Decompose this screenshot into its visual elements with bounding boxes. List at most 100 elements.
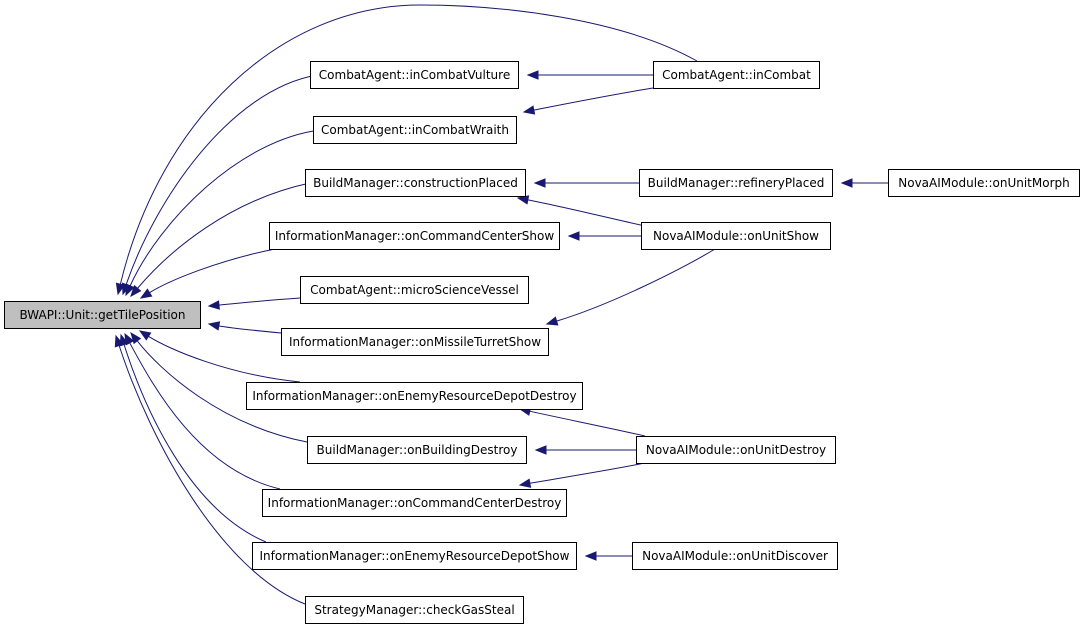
- node-nova_morph[interactable]: NovaAIModule::onUnitMorph: [888, 169, 1080, 197]
- node-box: [313, 116, 517, 144]
- edge-line: [129, 129, 321, 287]
- arrowhead-icon: [138, 330, 152, 341]
- node-nova_show[interactable]: NovaAIModule::onUnitShow: [641, 222, 831, 250]
- node-box: [4, 301, 201, 329]
- node-label: NovaAIModule::onUnitMorph: [898, 176, 1069, 190]
- edge-line: [149, 248, 276, 294]
- edge-line: [118, 345, 306, 605]
- node-label: StrategyManager::checkGasSteal: [314, 603, 514, 617]
- edge-nova_morph-to-bm_refinery: [840, 178, 888, 188]
- node-label: InformationManager::onEnemyResourceDepot…: [252, 389, 576, 403]
- node-layer: BWAPI::Unit::getTilePosition CombatAgent:…: [4, 61, 1080, 624]
- node-box: [246, 382, 583, 410]
- arrowhead-icon: [207, 321, 221, 331]
- node-sm_gassteal[interactable]: StrategyManager::checkGasSteal: [305, 596, 524, 624]
- node-label: InformationManager::onCommandCenterShow: [275, 229, 555, 243]
- arrowhead-icon: [139, 288, 153, 299]
- edge-nova_show-to-bm_construction: [516, 195, 646, 227]
- node-label: CombatAgent::inCombat: [662, 68, 811, 82]
- node-nova_destroy[interactable]: NovaAIModule::onUnitDestroy: [636, 436, 836, 464]
- edge-line: [136, 340, 308, 443]
- node-bm_refinery[interactable]: BuildManager::refineryPlaced: [639, 169, 833, 197]
- edge-ca_wraith-to-root: [125, 129, 321, 297]
- edge-line: [527, 199, 646, 227]
- node-im_ccdestroy[interactable]: InformationManager::onCommandCenterDestr…: [262, 489, 567, 517]
- arrowhead-icon: [207, 300, 220, 310]
- edge-line: [119, 4, 698, 285]
- edge-line: [123, 344, 267, 543]
- edge-im_ccdestroy-to-root: [124, 332, 281, 490]
- arrowhead-icon: [545, 316, 559, 326]
- arrowhead-icon: [840, 178, 853, 188]
- arrowhead-icon: [526, 70, 539, 80]
- node-label: CombatAgent::microScienceVessel: [310, 283, 519, 297]
- arrowhead-icon: [584, 551, 597, 561]
- arrowhead-icon: [533, 178, 546, 188]
- node-label: BuildManager::onBuildingDestroy: [317, 443, 518, 457]
- edge-im_ccshow-to-root: [139, 248, 276, 299]
- node-label: CombatAgent::inCombatWraith: [321, 123, 509, 137]
- arrowhead-icon: [567, 231, 580, 241]
- node-box: [281, 328, 549, 356]
- node-box: [300, 276, 529, 304]
- node-label: InformationManager::onEnemyResourceDepot…: [260, 549, 570, 563]
- edge-line: [129, 342, 281, 490]
- edge-ca_incombat-to-ca_vulture: [526, 70, 653, 80]
- node-bm_bdestroy[interactable]: BuildManager::onBuildingDestroy: [307, 436, 527, 464]
- node-box: [641, 222, 831, 250]
- edge-nova_show-to-im_missile: [545, 248, 716, 326]
- node-box: [305, 596, 524, 624]
- node-label: NovaAIModule::onUnitDestroy: [646, 443, 826, 457]
- edge-ca_incombat-to-ca_wraith: [522, 87, 654, 115]
- node-box: [653, 61, 820, 89]
- node-label: CombatAgent::inCombatVulture: [319, 68, 510, 82]
- edge-im_missile-to-root: [207, 321, 282, 334]
- node-box: [639, 169, 833, 197]
- edge-im_erd_destroy-to-root: [138, 330, 301, 383]
- edge-line: [218, 325, 282, 334]
- node-label: NovaAIModule::onUnitDiscover: [642, 549, 828, 563]
- edge-nova_discover-to-im_erd_show: [584, 551, 632, 561]
- arrowhead-icon: [130, 284, 142, 298]
- node-bm_construction[interactable]: BuildManager::constructionPlaced: [305, 169, 526, 197]
- node-im_erd_destroy[interactable]: InformationManager::onEnemyResourceDepot…: [246, 382, 583, 410]
- node-label: InformationManager::onCommandCenterDestr…: [268, 496, 562, 510]
- node-root[interactable]: BWAPI::Unit::getTilePosition: [4, 301, 201, 329]
- node-im_ccshow[interactable]: InformationManager::onCommandCenterShow: [269, 222, 560, 250]
- edge-bm_refinery-to-bm_construction: [533, 178, 639, 188]
- node-ca_vulture[interactable]: CombatAgent::inCombatVulture: [310, 61, 519, 89]
- edge-nova_destroy-to-im_erd_destroy: [518, 406, 646, 437]
- edge-nova_show-to-im_ccshow: [567, 231, 641, 241]
- node-box: [632, 542, 838, 570]
- node-ca_wraith[interactable]: CombatAgent::inCombatWraith: [313, 116, 517, 144]
- edge-nova_destroy-to-im_ccdestroy: [518, 462, 646, 488]
- node-nova_discover[interactable]: NovaAIModule::onUnitDiscover: [632, 542, 838, 570]
- node-label: BWAPI::Unit::getTilePosition: [19, 308, 185, 322]
- arrowhead-icon: [516, 195, 530, 205]
- node-box: [262, 489, 567, 517]
- node-label: BuildManager::constructionPlaced: [313, 176, 518, 190]
- node-label: InformationManager::onMissileTurretShow: [289, 335, 541, 349]
- node-im_missile[interactable]: InformationManager::onMissileTurretShow: [281, 328, 549, 356]
- edge-line: [533, 87, 654, 111]
- edge-layer: [114, 4, 888, 605]
- edge-nova_destroy-to-bm_bdestroy: [534, 445, 637, 455]
- arrowhead-icon: [522, 105, 536, 115]
- node-box: [307, 436, 527, 464]
- node-box: [252, 542, 577, 570]
- node-box: [269, 222, 560, 250]
- arrowhead-icon: [125, 283, 135, 297]
- edge-ca_microsv-to-root: [207, 297, 301, 310]
- edge-line: [125, 74, 318, 285]
- node-im_erd_show[interactable]: InformationManager::onEnemyResourceDepot…: [252, 542, 577, 570]
- edge-line: [529, 410, 646, 437]
- node-label: NovaAIModule::onUnitShow: [653, 229, 819, 243]
- edge-line: [529, 462, 646, 484]
- node-label: BuildManager::refineryPlaced: [648, 176, 825, 190]
- node-ca_microsv[interactable]: CombatAgent::microScienceVessel: [300, 276, 529, 304]
- edge-line: [137, 182, 311, 289]
- arrowhead-icon: [518, 478, 532, 488]
- edge-ca_vulture-to-root: [121, 74, 318, 296]
- node-ca_incombat[interactable]: CombatAgent::inCombat: [653, 61, 820, 89]
